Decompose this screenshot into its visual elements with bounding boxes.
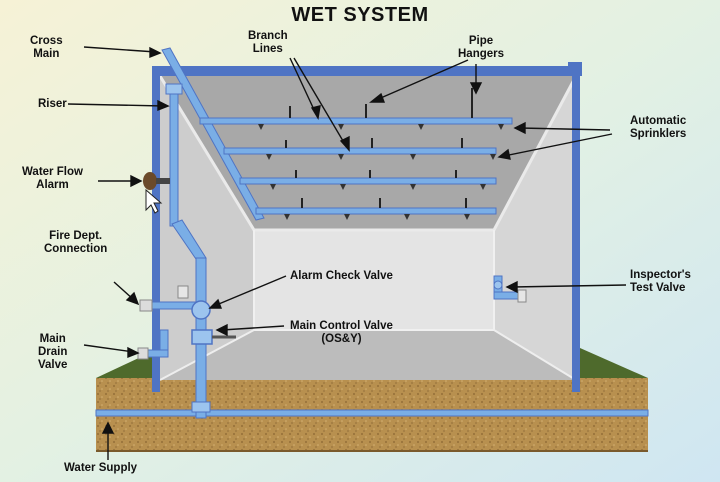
diagram-title: WET SYSTEM <box>291 4 429 26</box>
label-automatic-sprinklers: Automatic Sprinklers <box>630 115 687 140</box>
label-riser: Riser <box>38 98 67 110</box>
fdc-fitting <box>139 299 153 312</box>
label-pipe-hangers: Pipe Hangers <box>458 35 505 60</box>
callout-lines <box>67 46 627 460</box>
label-alarm-check-valve: Alarm Check Valve <box>290 270 393 282</box>
label-fire-dept-connection: Fire Dept. Connection <box>44 230 108 255</box>
label-branch-lines: Branch Lines <box>248 30 288 55</box>
water-flow-alarm-bell <box>143 172 157 190</box>
inspector-test-valve <box>493 280 503 290</box>
drain-valve <box>137 347 149 360</box>
pipe-hangers <box>285 88 473 208</box>
label-main-drain-valve: Main Drain Valve <box>38 333 68 371</box>
sprinkler-heads <box>258 124 504 220</box>
valves <box>137 172 527 360</box>
label-cross-main: Cross Main <box>30 35 63 60</box>
label-water-supply: Water Supply <box>64 462 138 474</box>
label-water-flow-alarm: Water Flow Alarm <box>22 166 83 191</box>
cursor-icon <box>145 188 163 214</box>
test-outlet <box>517 289 527 303</box>
water-supply-pipe <box>95 409 649 417</box>
label-main-control-valve: Main Control Valve (OS&Y) <box>290 320 393 345</box>
alarm-check-valve <box>191 300 211 320</box>
main-control-valve <box>191 329 213 345</box>
label-inspectors-test-valve: Inspector's Test Valve <box>630 269 691 294</box>
